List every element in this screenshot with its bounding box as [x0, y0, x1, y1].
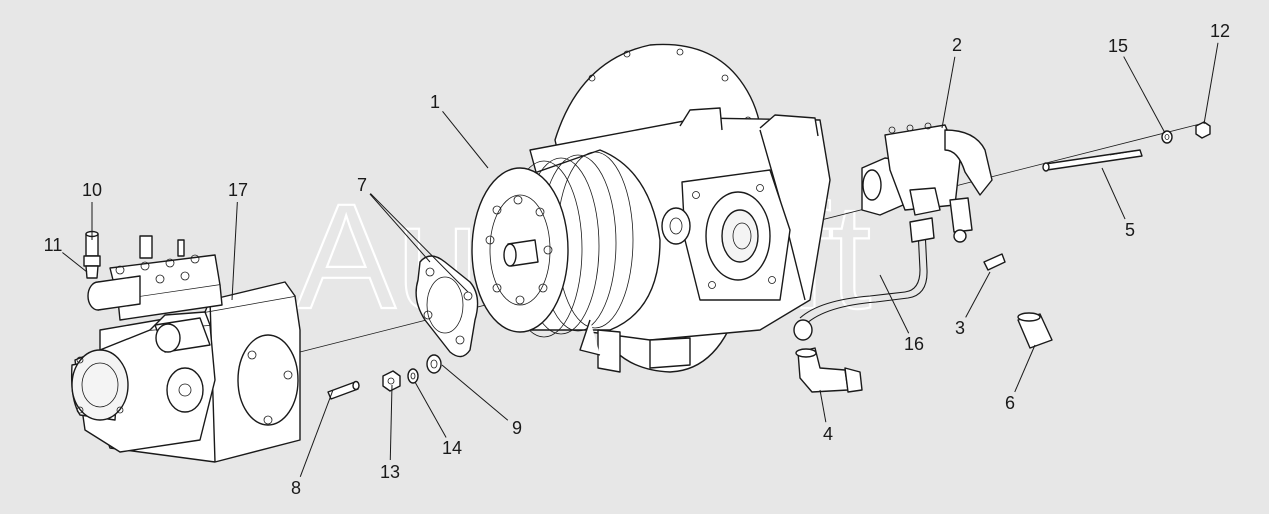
callout-label-c16: 16: [904, 334, 924, 354]
rod-5: [1042, 149, 1143, 172]
callout-label-c10: 10: [82, 180, 102, 200]
leader-line-c7: [369, 193, 431, 263]
leader-line-c2: [941, 56, 956, 129]
leader-line-c4: [819, 389, 827, 423]
leader-line-c16: [879, 274, 910, 334]
callout-label-c7: 7: [357, 175, 367, 195]
leader-line-c12: [1203, 42, 1219, 125]
washer-14: [407, 368, 419, 384]
callout-label-c8: 8: [291, 478, 301, 498]
clip-3: [983, 253, 1006, 271]
callout-label-c14: 14: [442, 438, 462, 458]
washer-9: [426, 354, 442, 374]
leader-line-c6: [1014, 344, 1036, 393]
callout-label-c13: 13: [380, 462, 400, 482]
leader-line-c11: [62, 252, 88, 273]
leader-line-c9: [441, 364, 509, 421]
leader-line-c15: [1123, 56, 1166, 134]
leader-line-c7b: [370, 193, 469, 293]
sleeve-6: [1017, 312, 1053, 349]
leader-line-c17: [231, 201, 238, 301]
housing-1: [471, 43, 831, 373]
callout-label-c17: 17: [228, 180, 248, 200]
leader-line-c14: [414, 381, 447, 438]
washer-15: [1161, 130, 1173, 144]
callout-label-c4: 4: [823, 424, 833, 444]
valve-block-2: [861, 122, 993, 243]
elbow-fitting-4: [795, 347, 863, 393]
leader-line-c1: [442, 111, 489, 169]
leader-line-c5: [1101, 167, 1126, 220]
leader-line-c13: [389, 384, 393, 461]
callout-label-c11: 11: [44, 235, 63, 255]
callout-label-c3: 3: [955, 318, 965, 338]
callout-label-c15: 15: [1108, 36, 1128, 56]
callout-label-c2: 2: [952, 35, 962, 55]
callout-label-c6: 6: [1005, 393, 1015, 413]
pump-assembly-17: [70, 230, 301, 463]
callout-label-c12: 12: [1210, 21, 1230, 41]
leader-line-c8: [299, 389, 334, 477]
callout-label-c5: 5: [1125, 220, 1135, 240]
callout-label-c1: 1: [430, 92, 440, 112]
nut-13: [382, 370, 401, 392]
leader-lines: [62, 42, 1219, 477]
leader-line-c3: [965, 271, 991, 318]
nut-12: [1195, 121, 1211, 139]
callout-label-c9: 9: [512, 418, 522, 438]
